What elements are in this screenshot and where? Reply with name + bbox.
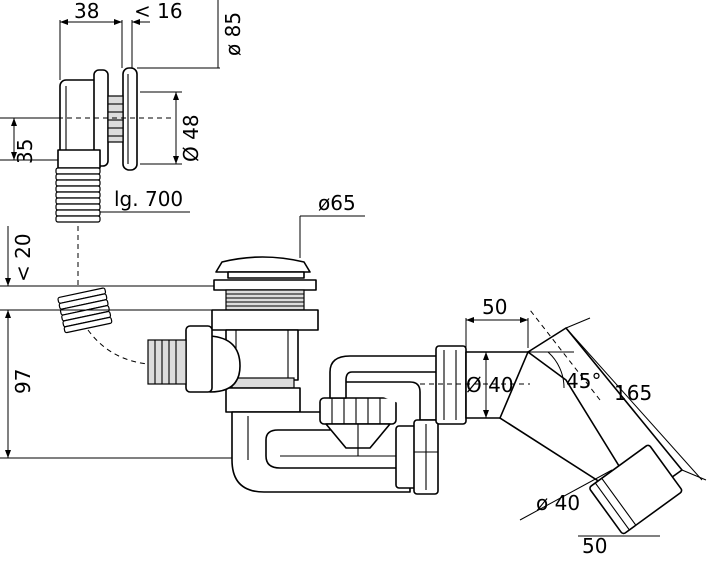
dim-trap-height: 97	[11, 369, 35, 394]
hose-section	[57, 287, 113, 334]
waste-thread	[225, 289, 305, 311]
dim-overflow-plate-diameter: ø 85	[221, 12, 245, 56]
dim-waste-cap-diameter: ø65	[318, 191, 356, 215]
dim-overflow-plate-thickness: < 16	[134, 0, 183, 23]
dim-height-gap: < 20	[11, 233, 35, 282]
dim-hose-length: lg. 700	[114, 187, 183, 211]
overflow-hose	[55, 167, 101, 223]
outlet-elbow	[420, 309, 683, 535]
elbow-end-socket	[589, 444, 683, 535]
dim-outlet-offset: 50	[482, 295, 507, 319]
dim-pipe-length: 165	[614, 381, 652, 405]
dim-overflow-width: 38	[74, 0, 99, 23]
overflow-assembly	[0, 0, 220, 286]
dim-overflow-body-diameter: Ø 48	[179, 114, 203, 162]
dim-overflow-height: 35	[13, 139, 37, 164]
waste-trap-assembly	[57, 215, 441, 495]
trap-bowl	[319, 397, 397, 456]
dim-pipe-end-width: 50	[582, 534, 607, 557]
dim-outlet-diameter-upper: Ø 40	[466, 373, 514, 397]
dimension-lines	[0, 226, 707, 537]
dim-bend-angle: 45°	[566, 369, 601, 393]
overflow-connector	[147, 325, 241, 393]
dim-outlet-diameter-lower: ø 40	[536, 491, 580, 515]
